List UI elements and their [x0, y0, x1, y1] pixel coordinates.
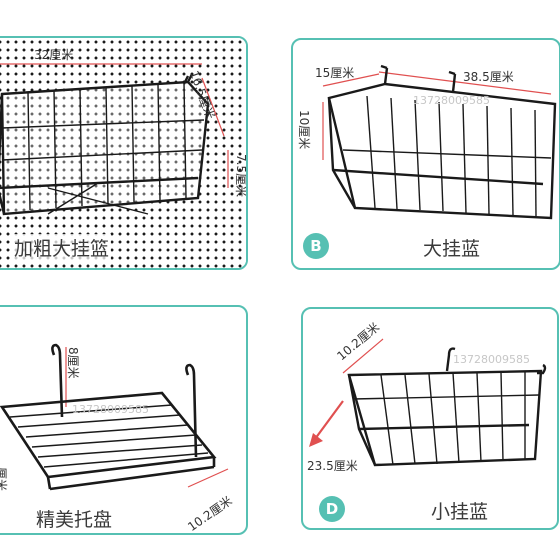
dimension-width: 23.5厘米 — [307, 459, 358, 473]
dimension-width: 32厘米 — [34, 48, 74, 62]
dimension-hook-height: 8厘米 — [66, 347, 80, 379]
dimension-height: 7.5厘米 — [234, 154, 248, 198]
watermark-text: 13728009585 — [453, 353, 530, 366]
product-caption: 小挂蓝 — [431, 501, 489, 523]
product-panel-c: 8厘米 10.2厘米 厘米 13728009585 精美托盘 — [0, 305, 248, 535]
product-caption: 大挂蓝 — [423, 238, 481, 260]
watermark-text: 13728009585 — [72, 403, 149, 416]
option-badge: B — [303, 233, 329, 259]
product-panel-d: 10.2厘米 23.5厘米 13728009585 D 小挂蓝 — [301, 307, 559, 530]
pegboard-background — [0, 38, 246, 268]
dimension-depth: 15厘米 — [315, 66, 355, 80]
product-panel-a: 32厘米 16.5厘米 7.5厘米 加粗大挂篮 — [0, 36, 248, 270]
watermark-text: 13728009585 — [413, 94, 490, 107]
wire-basket-small-icon — [309, 338, 547, 467]
product-panel-b: 15厘米 38.5厘米 10厘米 13728009585 B 大挂蓝 — [291, 38, 560, 270]
option-badge: D — [319, 496, 345, 522]
dimension-height: 10厘米 — [297, 110, 311, 150]
wire-shelf-tray-icon — [0, 343, 229, 491]
dimension-width-partial: 厘米 — [0, 467, 8, 492]
product-caption: 精美托盘 — [36, 509, 113, 531]
wire-basket-medium-icon — [322, 64, 557, 220]
dimension-width: 38.5厘米 — [463, 70, 514, 84]
product-caption: 加粗大挂篮 — [12, 234, 112, 261]
wire-basket-large-icon — [0, 63, 229, 216]
